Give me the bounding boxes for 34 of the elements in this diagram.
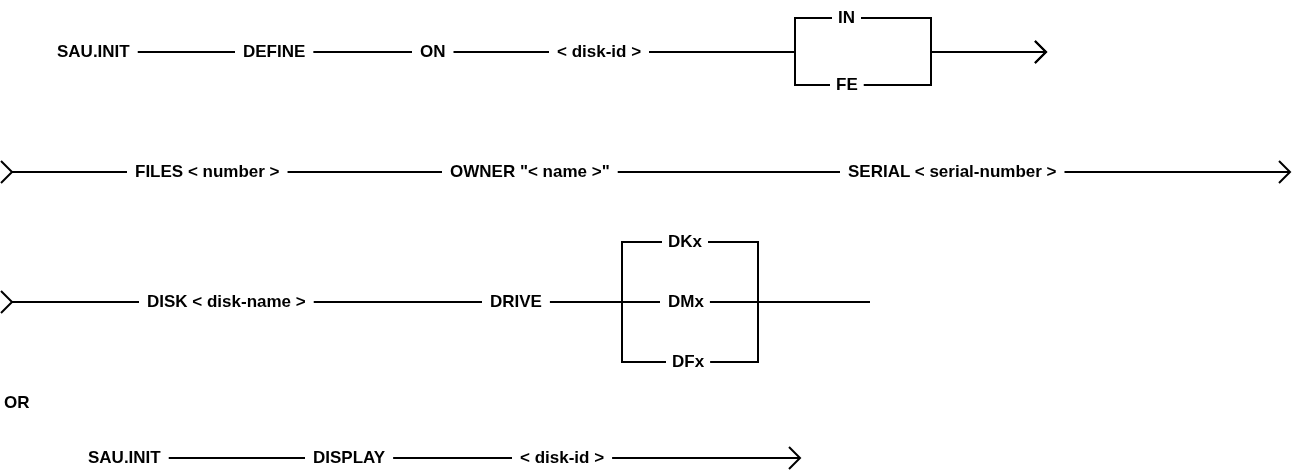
syntax-term: SERIAL < serial-number > [848, 161, 1057, 183]
connector-line [136, 51, 236, 53]
syntax-term: < disk-id > [557, 41, 642, 63]
connector-line [312, 51, 413, 53]
syntax-term: ON [420, 41, 446, 63]
syntax-term: FILES < number > [135, 161, 280, 183]
syntax-term: < disk-id > [520, 447, 605, 469]
syntax-term: DKx [668, 231, 702, 253]
syntax-term: DFx [672, 351, 705, 373]
connector-line [452, 51, 550, 53]
syntax-term: DISK < disk-name > [147, 291, 306, 313]
syntax-term: OWNER "< name >" [450, 161, 610, 183]
connector-arrow [611, 446, 801, 470]
connector-line [709, 301, 871, 363]
or-label: OR [4, 392, 30, 414]
connector-line [392, 457, 513, 459]
syntax-term: DRIVE [490, 291, 542, 313]
syntax-term: DMx [668, 291, 704, 313]
connector-line [616, 171, 841, 173]
connector-line [286, 171, 443, 173]
syntax-term: SAU.INIT [88, 447, 161, 469]
connector-arrow [862, 40, 1047, 86]
connector-arrow [0, 160, 128, 184]
syntax-term: FE [836, 74, 858, 96]
syntax-term: IN [838, 7, 855, 29]
connector-line [167, 457, 306, 459]
syntax-term: DEFINE [243, 41, 306, 63]
connector-line [312, 301, 483, 303]
connector-line [648, 51, 831, 86]
connector-arrow [0, 290, 140, 314]
syntax-term: SAU.INIT [57, 41, 130, 63]
connector-arrow [1063, 160, 1291, 184]
syntax-term: DISPLAY [313, 447, 386, 469]
connector-line [548, 301, 667, 363]
